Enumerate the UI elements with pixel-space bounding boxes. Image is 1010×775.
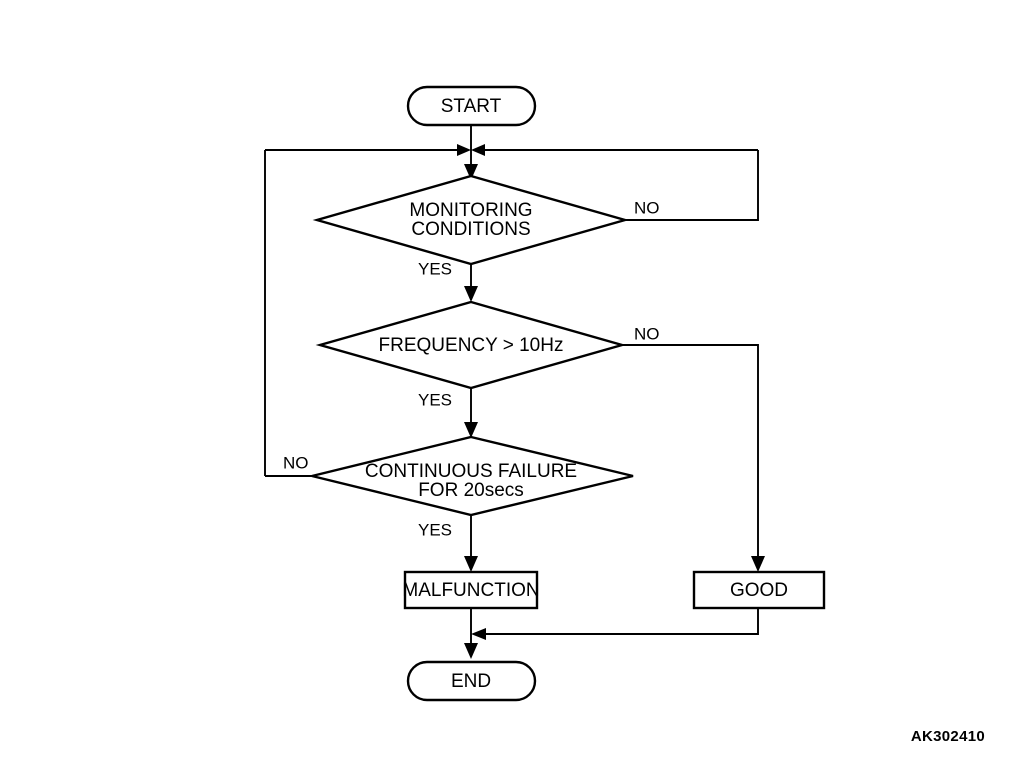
monitoring-label-line1: MONITORING: [409, 200, 532, 221]
edge-label-monitoring-no: NO: [634, 198, 660, 217]
node-continuous-failure[interactable]: CONTINUOUS FAILURE FOR 20secs: [311, 435, 634, 517]
end-label: END: [451, 671, 491, 692]
edge-label-continuous-yes: YES: [418, 520, 452, 539]
edge-label-frequency-no: NO: [634, 324, 660, 343]
arrow-into-good: [751, 556, 765, 572]
arrow-loopback-left: [457, 144, 471, 156]
node-good[interactable]: GOOD: [692, 570, 826, 610]
malfunction-label: MALFUNCTION: [402, 580, 539, 601]
monitoring-shape: [312, 174, 630, 266]
malfunction-shape: [403, 570, 539, 610]
node-start[interactable]: START: [406, 85, 537, 127]
node-end[interactable]: END: [406, 660, 537, 702]
arrow-into-monitoring: [464, 164, 478, 180]
continuous-shape: [311, 435, 634, 517]
edge-label-monitoring-yes: YES: [418, 259, 452, 278]
start-shape: [406, 85, 537, 127]
node-frequency[interactable]: FREQUENCY > 10Hz: [315, 300, 627, 390]
arrow-into-continuous: [464, 422, 478, 438]
arrow-into-malfunction: [464, 556, 478, 572]
arrow-good-merge: [471, 628, 486, 640]
good-shape: [692, 570, 826, 610]
node-monitoring-conditions[interactable]: MONITORING CONDITIONS: [312, 174, 630, 266]
node-malfunction[interactable]: MALFUNCTION: [402, 570, 540, 610]
arrow-into-frequency: [464, 286, 478, 302]
frequency-shape: [315, 300, 627, 390]
continuous-label-line1: CONTINUOUS FAILURE: [365, 461, 577, 482]
connector-good-to-end: [480, 608, 759, 635]
arrow-into-end: [464, 643, 478, 659]
edge-label-frequency-yes: YES: [418, 390, 452, 409]
connector-monitoring-no: [625, 150, 759, 221]
monitoring-label-line2: CONDITIONS: [411, 219, 530, 240]
good-label: GOOD: [730, 580, 788, 601]
end-shape: [406, 660, 537, 702]
edge-label-continuous-no: NO: [283, 453, 309, 472]
arrow-loopback-right: [471, 144, 485, 156]
continuous-label-line2: FOR 20secs: [418, 480, 524, 501]
connector-frequency-no: [622, 344, 759, 568]
diagram-reference-code: AK302410: [911, 728, 985, 745]
start-label: START: [441, 96, 502, 117]
frequency-label: FREQUENCY > 10Hz: [379, 335, 564, 356]
